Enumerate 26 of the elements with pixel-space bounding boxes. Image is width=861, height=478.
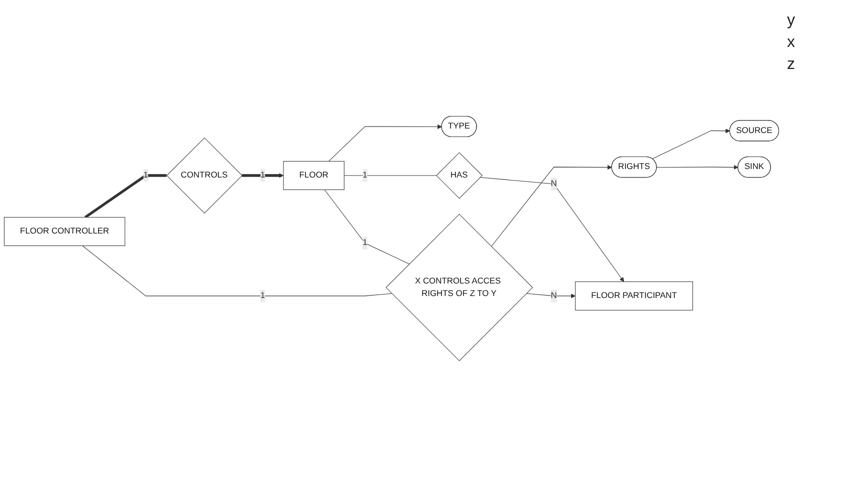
node-diamond: HAS (436, 152, 483, 200)
edge-label: 1 (260, 171, 266, 180)
edge-label: 1 (260, 292, 266, 301)
edge-label: 1 (362, 238, 368, 248)
arrow (242, 174, 284, 178)
corner-letter: x (787, 34, 796, 52)
node-diamond: CONTROLS (166, 138, 242, 214)
arrow (480, 178, 624, 282)
arrow (491, 165, 612, 248)
connector (82, 246, 392, 297)
connector (84, 174, 167, 219)
node-diamond: X CONTROLS ACCES RIGHTS OF Z TO Y (386, 214, 533, 362)
arrow (526, 294, 576, 299)
node-box: FLOOR CONTROLLER (4, 218, 126, 246)
connector (324, 190, 410, 265)
edge-label: 1 (143, 171, 148, 180)
edge-label: 1 (362, 171, 368, 180)
edge-label: N (550, 180, 557, 189)
arrow (652, 129, 730, 160)
corner-letter: y (787, 12, 796, 30)
node-box: FLOOR PARTICIPANT (575, 282, 693, 311)
arrow (328, 124, 442, 162)
corner-letter: z (787, 56, 796, 74)
arrow (656, 165, 738, 170)
node-box: FLOOR (283, 162, 344, 190)
edge-label: N (550, 292, 557, 301)
